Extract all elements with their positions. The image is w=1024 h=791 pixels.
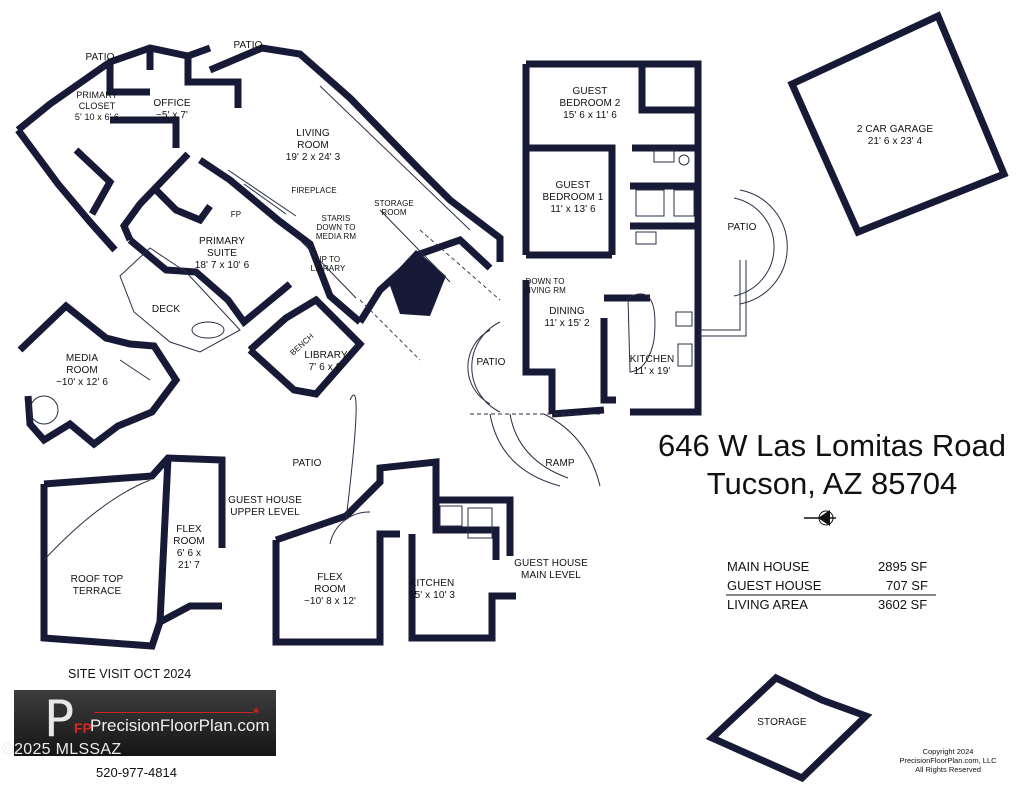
label-patio-top: PATIO	[233, 40, 263, 51]
center-patio-arc-inner	[467, 329, 491, 405]
guest-bath-tub	[439, 505, 463, 527]
label-flex-room-main: FLEX ROOM ~10' 8 x 12'	[303, 572, 357, 607]
label-storage-room: STORAGE ROOM	[374, 199, 414, 217]
logo-text: PrecisionFloorPlan.com	[90, 716, 270, 735]
label-storage: STORAGE	[757, 717, 807, 728]
label-down-to-living: DOWN TO LIVING RM	[524, 277, 566, 295]
label-patio-east: PATIO	[727, 222, 757, 233]
living-room-details	[227, 85, 501, 361]
label-guest-bedroom-2: GUEST BEDROOM 2 15' 6 x 11' 6	[559, 86, 621, 121]
label-kitchen-main: KITCHEN 11' x 19'	[629, 354, 675, 377]
main-house-west-walls	[15, 44, 504, 398]
kitchen-island	[627, 293, 656, 373]
center-patio-arc	[471, 321, 501, 413]
logo-accent-line	[94, 712, 254, 713]
area-label-guest-house: GUEST HOUSE	[727, 578, 822, 593]
label-kitchen-guest: KITCHEN 15' x 10' 3	[408, 578, 456, 601]
label-fireplace: FIREPLACE	[291, 186, 337, 195]
logo-p-letter: P	[44, 690, 75, 748]
deck-outline	[119, 247, 241, 353]
label-primary-suite: PRIMARY SUITE 18' 7 x 10' 6	[194, 236, 250, 271]
guest-shower	[467, 507, 493, 539]
ramp-inner	[509, 413, 569, 479]
media-room-walls	[17, 301, 181, 449]
kitchen-range	[677, 343, 693, 367]
garage-door-mark	[961, 69, 979, 111]
site-arc	[345, 394, 357, 521]
area-label-main-house: MAIN HOUSE	[727, 559, 810, 574]
patio-east-arc	[739, 189, 788, 305]
label-primary-closet: PRIMARY CLOSET 5' 10 x 6' 6	[74, 90, 120, 122]
terrace-arc	[43, 479, 151, 561]
patio-east-arc-inner	[733, 197, 775, 297]
label-media-room: MEDIA ROOM ~10' x 12' 6	[55, 353, 109, 388]
deck-planter	[191, 321, 225, 339]
logo-star-icon: ✶	[251, 704, 262, 718]
ramp-arc	[543, 413, 601, 487]
area-value-main-house: 2895 SF	[878, 559, 928, 574]
guest-house-upper-walls	[40, 454, 226, 650]
area-label-living-area: LIVING AREA	[727, 597, 808, 612]
kitchen-appliance	[675, 311, 693, 327]
logo-ff-mark: FP	[74, 720, 92, 736]
label-garage: 2 CAR GARAGE 21' 6 x 23' 4	[856, 124, 934, 147]
area-value-guest-house: 707 SF	[886, 578, 928, 593]
mls-watermark: ©2025 MLSSAZ	[2, 741, 122, 758]
patio-east-walk-2	[698, 260, 747, 337]
label-guest-house-main: GUEST HOUSE MAIN LEVEL	[514, 558, 588, 581]
patio-east-walk	[698, 260, 741, 331]
label-patio-guest: PATIO	[292, 458, 322, 469]
label-deck: DECK	[151, 304, 181, 315]
label-fp: FP	[230, 210, 242, 219]
site-visit-note: SITE VISIT OCT 2024	[68, 667, 192, 681]
north-arrow-icon	[804, 510, 836, 526]
east-bath-fixtures	[635, 149, 695, 245]
label-up-to-library: UP TO LIBRARY	[310, 255, 346, 273]
label-flex-room-upper: FLEX ROOM 6' 6 x 21' 7	[173, 524, 205, 571]
label-dining: DINING 11' x 15' 2	[544, 306, 590, 329]
storage-walls	[705, 673, 873, 783]
label-patio-nw: PATIO	[85, 52, 115, 63]
label-office: OFFICE ~5' x 7'	[153, 98, 191, 121]
area-value-living-area: 3602 SF	[878, 597, 928, 612]
label-stairs-media: STARIS DOWN TO MEDIA RM	[315, 214, 357, 241]
label-living-room: LIVING ROOM 19' 2 x 24' 3	[285, 128, 341, 163]
copyright-note: Copyright 2024 PrecisionFloorPlan.com, L…	[899, 747, 997, 774]
label-patio-center: PATIO	[476, 357, 506, 368]
main-house-east-walls	[522, 60, 702, 418]
label-roof-top-terrace: ROOF TOP TERRACE	[70, 574, 124, 597]
label-library: LIBRARY 7' 6 x 8'	[304, 350, 348, 373]
label-guest-bedroom-1: GUEST BEDROOM 1 11' x 13' 6	[542, 180, 604, 215]
precision-floor-plan-logo: P FP ✶ PrecisionFloorPlan.com	[14, 690, 276, 756]
guest-house-main-walls	[272, 458, 516, 646]
address-line-2: Tucson, AZ 85704	[706, 466, 958, 501]
garage-walls	[787, 11, 1009, 237]
label-guest-house-upper: GUEST HOUSE UPPER LEVEL	[228, 495, 302, 518]
guest-stair-arc	[329, 511, 371, 545]
ramp-outer	[489, 413, 561, 487]
address-line-1: 646 W Las Lomitas Road	[657, 428, 1007, 463]
label-ramp: RAMP	[545, 458, 575, 469]
phone-number: 520-977-4814	[96, 765, 177, 780]
